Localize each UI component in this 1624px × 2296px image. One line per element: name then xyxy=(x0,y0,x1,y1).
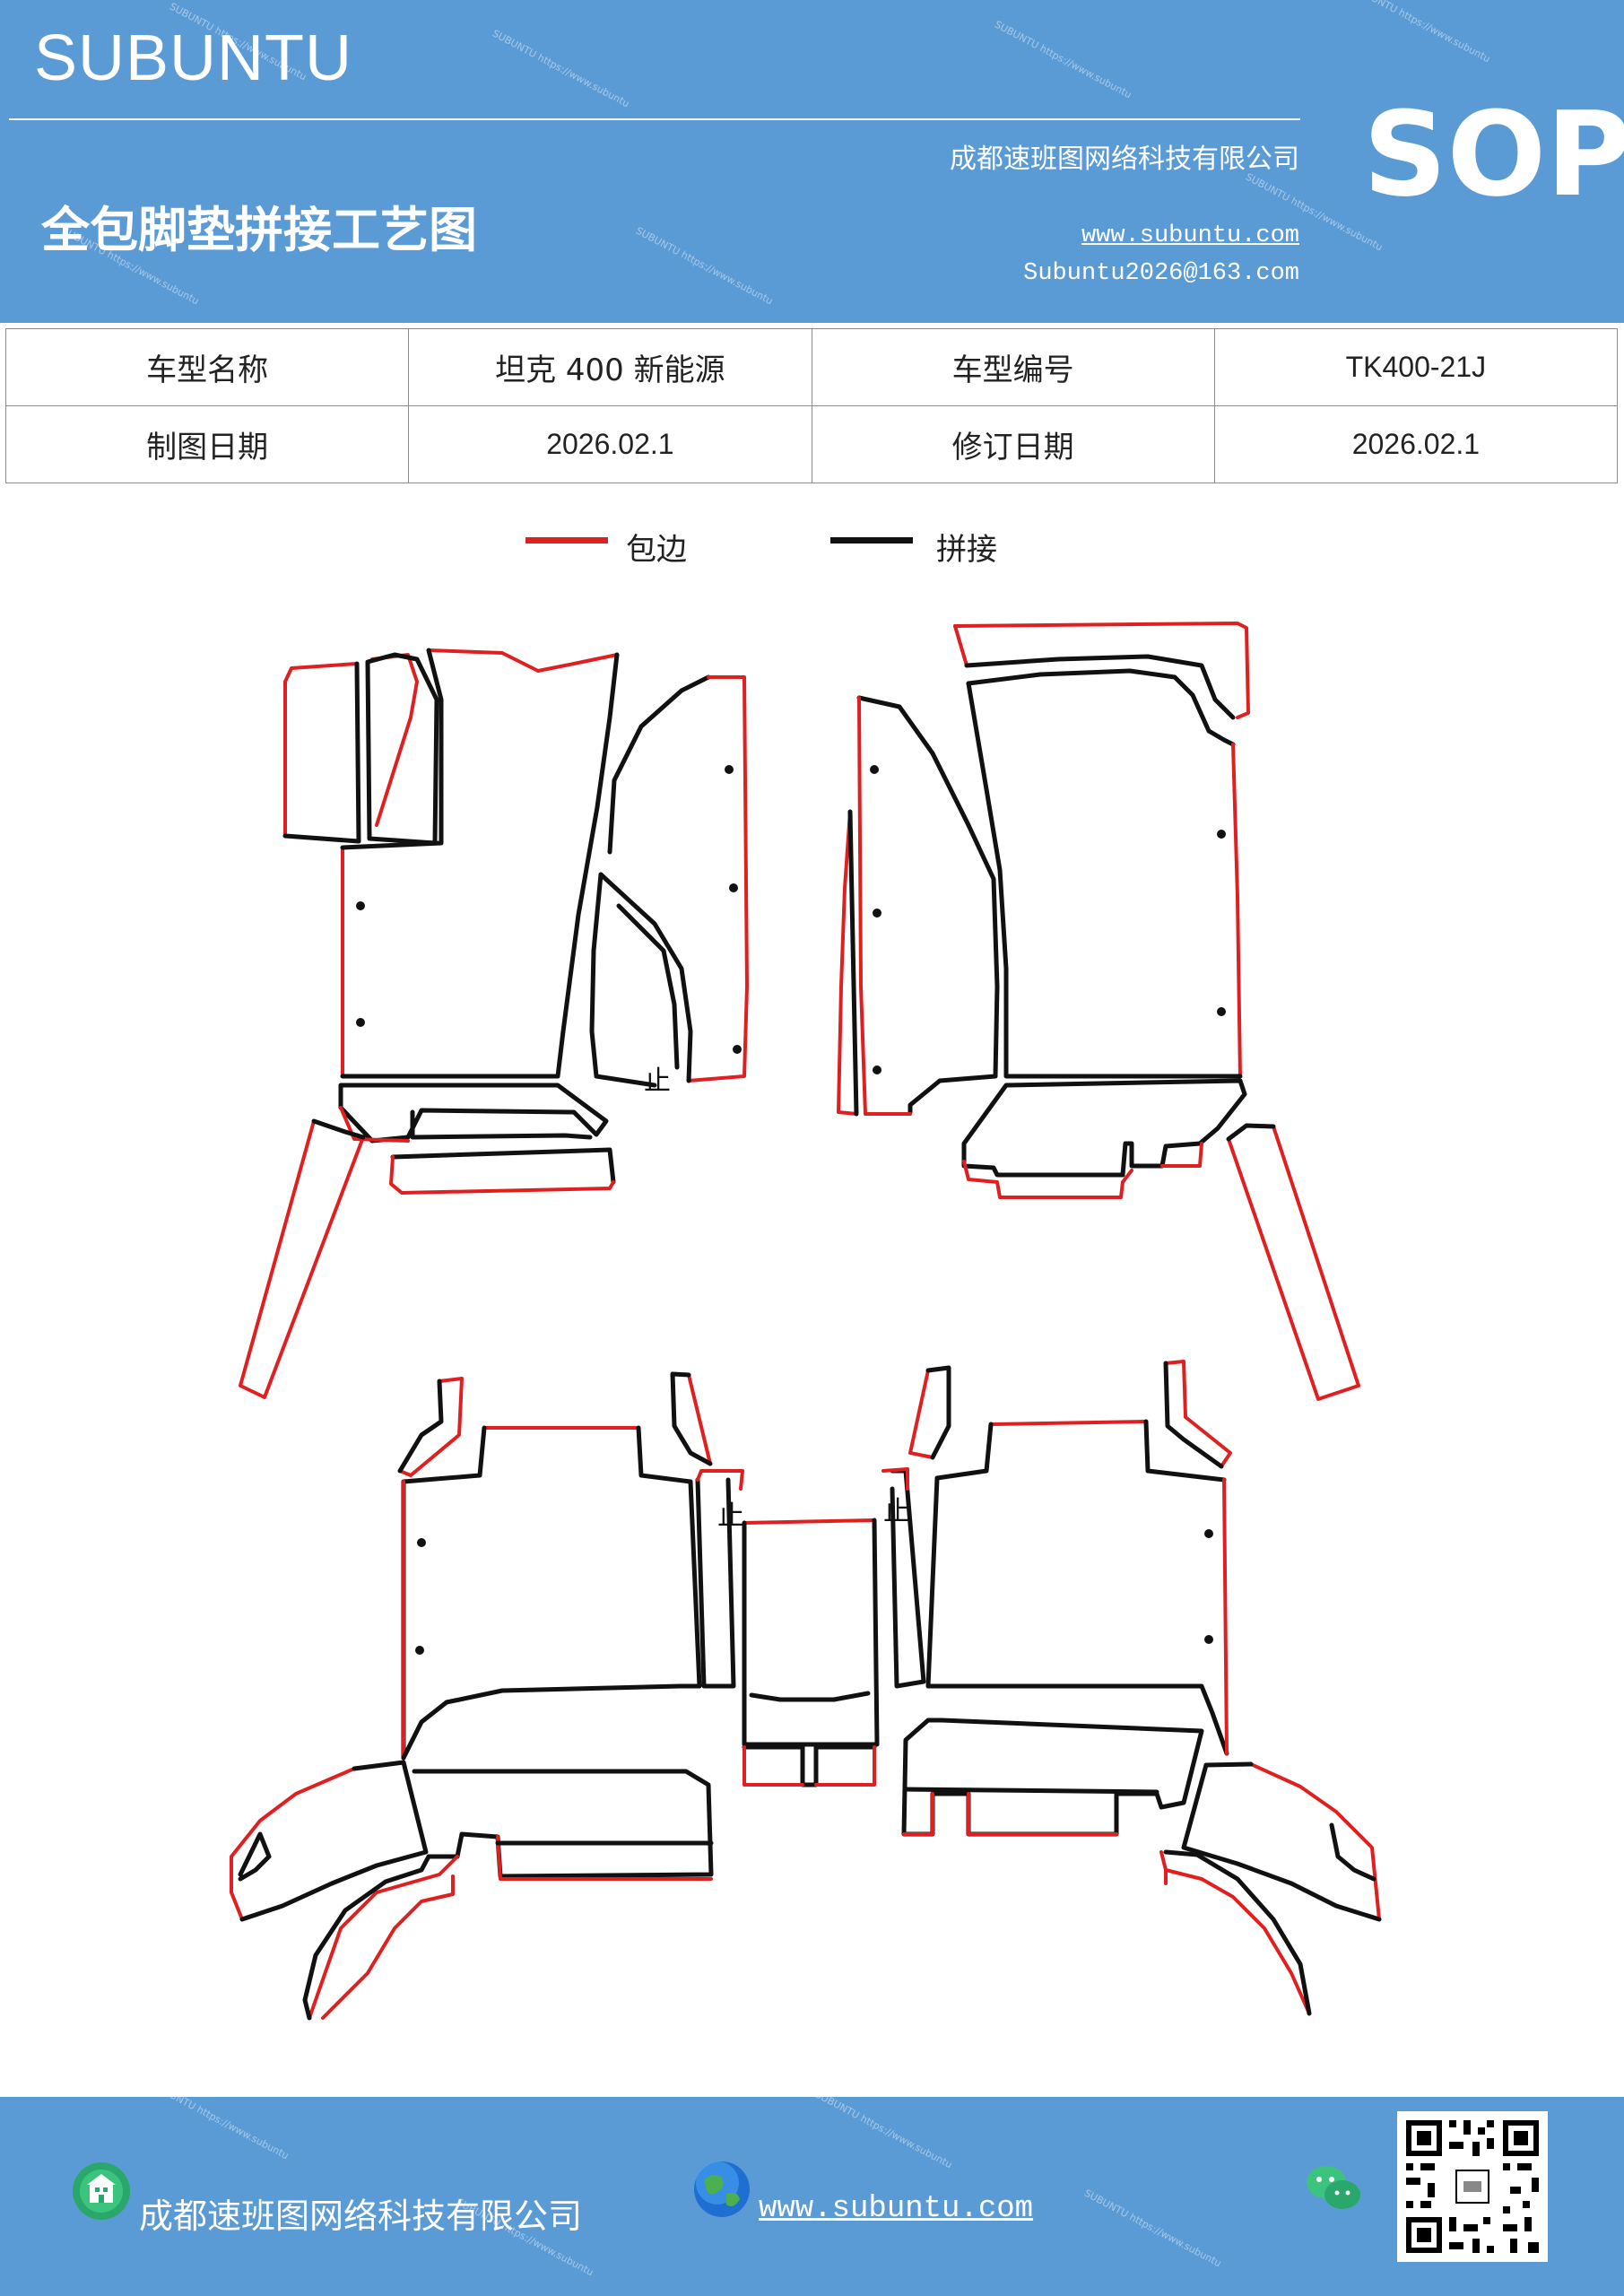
table-row: 制图日期 2026.02.1 修订日期 2026.02.1 xyxy=(4,405,1619,483)
table-row: 车型名称 坦克 400 新能源 车型编号 TK400-21J xyxy=(4,328,1619,406)
fastener-dot xyxy=(415,1646,424,1655)
fastener-dot xyxy=(729,883,738,892)
legend-edge-label: 包边 xyxy=(626,532,687,568)
brand-name: SUBUNTU xyxy=(34,22,353,94)
wechat-icon xyxy=(1307,2166,1360,2209)
center-tunnel-mat xyxy=(742,1518,880,1787)
rear-left-mat: 止 xyxy=(230,1371,744,2021)
model-code-value: TK400-21J xyxy=(1213,328,1619,406)
stop-mark: 止 xyxy=(644,1065,671,1097)
qr-code[interactable] xyxy=(1397,2111,1548,2262)
page-title: 全包脚垫拼接工艺图 xyxy=(41,202,477,258)
globe-icon xyxy=(694,2161,750,2217)
info-table: 车型名称 坦克 400 新能源 车型编号 TK400-21J 制图日期 2026… xyxy=(4,328,1619,483)
model-name-value: 坦克 400 新能源 xyxy=(408,328,812,406)
front-left-mat: 止 xyxy=(239,648,749,1399)
fastener-dot xyxy=(356,1018,365,1027)
header-email: Subuntu2026@163.com xyxy=(1023,260,1299,287)
sop-badge: SOP xyxy=(1363,86,1624,222)
header-company: 成都速班图网络科技有限公司 xyxy=(950,144,1299,175)
legend: 包边 拼接 xyxy=(0,525,1624,578)
fastener-dot xyxy=(870,765,879,774)
fastener-dot xyxy=(873,909,881,918)
stop-mark: 止 xyxy=(717,1500,744,1532)
draw-date-value: 2026.02.1 xyxy=(408,405,812,483)
building-icon xyxy=(73,2162,130,2220)
revise-date-value: 2026.02.1 xyxy=(1213,405,1619,483)
stop-mark: 止 xyxy=(883,1496,910,1527)
draw-date-label: 制图日期 xyxy=(4,405,410,483)
front-right-mat xyxy=(837,622,1360,1401)
footer-company: 成都速班图网络科技有限公司 xyxy=(139,2196,583,2236)
watermark: SUBUNTU https://www.subuntu xyxy=(149,2097,291,2162)
header-banner: SUBUNTU https://www.subuntu SUBUNTU http… xyxy=(0,0,1624,323)
fastener-dot xyxy=(1217,830,1226,839)
fastener-dot xyxy=(1204,1529,1213,1538)
fastener-dot xyxy=(733,1045,742,1054)
footer-banner: SUBUNTU https://www.subuntu SUBUNTU http… xyxy=(0,2097,1624,2296)
fastener-dot xyxy=(356,901,365,910)
watermark: SUBUNTU https://www.subuntu xyxy=(812,2097,954,2171)
legend-join-swatch xyxy=(830,537,913,544)
model-name-label: 车型名称 xyxy=(4,328,410,406)
header-url-link[interactable]: www.subuntu.com xyxy=(1081,222,1299,249)
fastener-dot xyxy=(873,1065,881,1074)
rear-right-mat: 止 xyxy=(881,1360,1382,2016)
legend-join-label: 拼接 xyxy=(936,532,997,568)
watermark: SUBUNTU https://www.subuntu xyxy=(1081,2187,1223,2270)
revise-date-label: 修订日期 xyxy=(811,405,1215,483)
fastener-dot xyxy=(1217,1007,1226,1016)
fastener-dot xyxy=(417,1538,426,1547)
fastener-dot xyxy=(1204,1635,1213,1644)
legend-edge-swatch xyxy=(525,537,608,544)
footer-url-link[interactable]: www.subuntu.com xyxy=(759,2192,1034,2226)
fastener-dot xyxy=(725,765,734,774)
header-divider xyxy=(9,118,1300,120)
model-code-label: 车型编号 xyxy=(811,328,1215,406)
